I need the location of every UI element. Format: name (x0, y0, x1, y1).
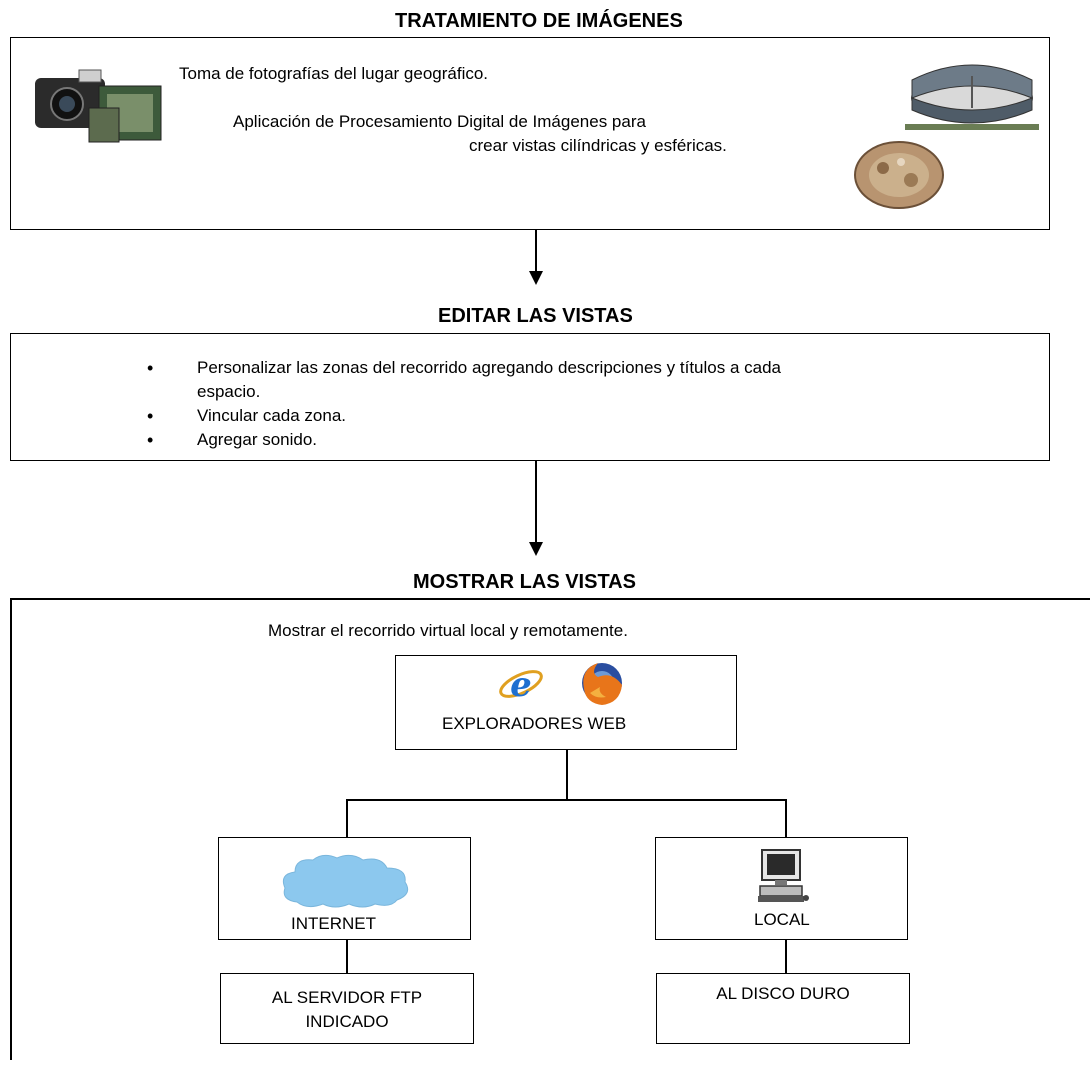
arrow-1-shaft (535, 230, 537, 272)
label-ftp-line2: INDICADO (305, 1012, 389, 1031)
bullet-list-editar: Personalizar las zonas del recorrido agr… (147, 356, 787, 452)
box-disco-duro: AL DISCO DURO (656, 973, 910, 1044)
box-exploradores-web: e EXPLORADORES WEB (395, 655, 737, 750)
bullet-item-1: Personalizar las zonas del recorrido agr… (147, 356, 787, 404)
camera-icon (35, 69, 162, 143)
bullet-text-1: Personalizar las zonas del recorrido agr… (197, 358, 781, 401)
box-internet: INTERNET (218, 837, 471, 940)
arrow-2-head (529, 542, 543, 556)
heading-mostrar: MOSTRAR LAS VISTAS (413, 571, 636, 593)
connector-horizontal (346, 799, 786, 801)
bullet-text-3: Agregar sonido. (197, 430, 318, 449)
bullet-text-2: Vincular cada zona. (197, 406, 347, 425)
box-servidor-ftp: AL SERVIDOR FTP INDICADO (220, 973, 474, 1044)
label-local: LOCAL (754, 910, 810, 929)
text-aplicacion-pdi-2: crear vistas cilíndricas y esféricas. (469, 136, 727, 155)
box-local: LOCAL (655, 837, 908, 940)
connector-internet-ftp (346, 940, 348, 973)
connector-to-local (785, 799, 787, 837)
connector-to-internet (346, 799, 348, 837)
firefox-icon (582, 663, 622, 705)
label-disco-duro: AL DISCO DURO (716, 984, 850, 1003)
text-toma-fotografias: Toma de fotografías del lugar geográfico… (179, 64, 489, 83)
svg-text:e: e (510, 665, 532, 705)
connector-local-disk (785, 940, 787, 973)
box-mostrar-left-edge (10, 598, 12, 1060)
box-mostrar-top-edge (10, 598, 1090, 600)
text-aplicacion-pdi-1: Aplicación de Procesamiento Digital de I… (233, 112, 646, 131)
heading-tratamiento: TRATAMIENTO DE IMÁGENES (395, 10, 683, 32)
label-ftp-line1: AL SERVIDOR FTP (271, 988, 423, 1007)
arrow-1-head (529, 271, 543, 285)
cloud-icon (282, 854, 409, 908)
spherical-panorama-icon (854, 141, 944, 209)
arrow-2-shaft (535, 461, 537, 543)
computer-icon (758, 849, 809, 902)
cylindrical-panorama-icon (905, 64, 1039, 130)
text-mostrar-recorrido: Mostrar el recorrido virtual local y rem… (268, 621, 628, 640)
heading-editar: EDITAR LAS VISTAS (438, 305, 633, 327)
label-internet: INTERNET (291, 914, 376, 933)
box-tratamiento: Toma de fotografías del lugar geográfico… (10, 37, 1050, 230)
internet-explorer-icon: e (499, 665, 543, 705)
bullet-item-2: Vincular cada zona. (147, 404, 787, 428)
connector-browsers-down (566, 750, 568, 800)
label-exploradores-web: EXPLORADORES WEB (442, 714, 627, 733)
box-editar: Personalizar las zonas del recorrido agr… (10, 333, 1050, 461)
bullet-item-3: Agregar sonido. (147, 428, 787, 452)
